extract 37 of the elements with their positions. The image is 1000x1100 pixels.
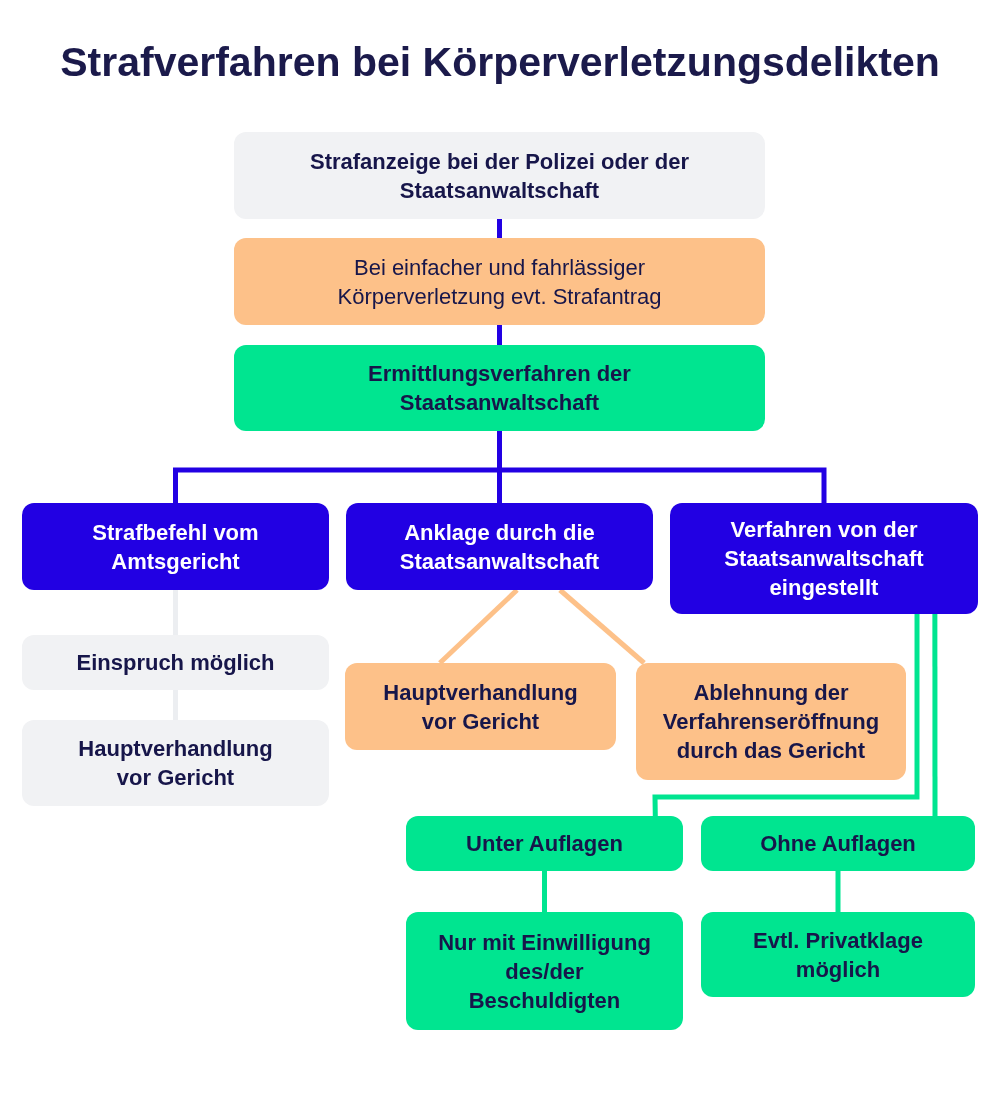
process-box (701, 912, 975, 997)
connector-line (497, 219, 502, 238)
connector-line (542, 871, 547, 912)
node-text: Verfahren von der Staatsanwaltschaft eingestellt (723, 516, 925, 602)
process-box (234, 132, 765, 219)
connector-line (932, 614, 938, 816)
node-text: Ermittlungsverfahren der Staatsanwaltschaft (367, 360, 632, 417)
process-box (701, 816, 975, 871)
process-box (670, 503, 978, 614)
process-box (234, 345, 765, 431)
connector-line (558, 588, 646, 665)
node-text: Nur mit Einwilligung des/der Beschuldigten (437, 928, 652, 1015)
title: Strafverfahren bei Körperverletzungsdelikten (59, 38, 941, 87)
process-box (406, 816, 683, 871)
node-text: Hauptverhandlung vor Gericht (77, 735, 274, 792)
process-box (636, 663, 906, 780)
process-box (406, 912, 683, 1030)
process-box (22, 503, 329, 590)
connector-line (497, 431, 827, 503)
node-text: Bei einfacher und fahrlässiger Körperverletzung evt. Strafantrag (336, 253, 663, 311)
node-text: Evtl. Privatklage möglich (752, 926, 924, 984)
connector-line (652, 614, 920, 817)
connector-line (497, 325, 502, 345)
connector-line (835, 871, 841, 912)
process-box (234, 238, 765, 325)
node-text: Ohne Auflagen (760, 830, 916, 858)
connector-line (173, 590, 178, 635)
node-text: Strafanzeige bei der Polizei oder der Staatsanwaltschaft (309, 147, 690, 205)
node-text: Ablehnung der Verfahrenseröffnung durch das Gericht (661, 679, 881, 765)
node-text: Unter Auflagen (466, 830, 623, 858)
node-text: Einspruch möglich (76, 649, 275, 677)
node-text: Anklage durch die Staatsanwaltschaft (398, 518, 601, 576)
node-text: Strafbefehl vom Amtsgericht (91, 518, 260, 576)
connector-line (438, 588, 519, 665)
node-text: Hauptverhandlung vor Gericht (382, 678, 579, 736)
process-box (346, 503, 653, 590)
process-box (345, 663, 616, 750)
